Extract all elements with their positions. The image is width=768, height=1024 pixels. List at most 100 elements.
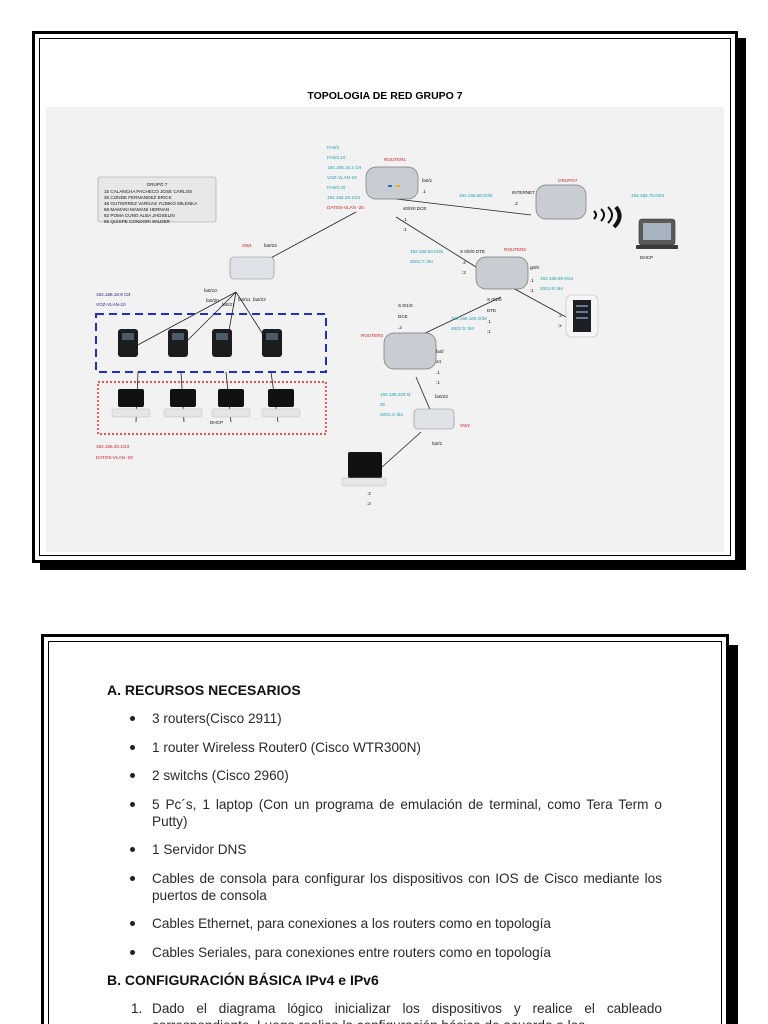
config-item: Dado el diagrama lógico inicializar los … [152,1001,662,1024]
internet-label: INTERNET [512,190,535,195]
pc-icon[interactable] [111,389,151,418]
router1-label: FA0/0.10 [327,155,346,160]
bullet-icon [130,950,135,955]
group-member: 35 CONDE FERNANDEZ ERICK [104,195,173,200]
topology-links [133,198,567,478]
group-member: 15 CALANCHA PACHECO JOSE CARLOS [104,189,192,194]
laptop-icon[interactable] [636,218,678,249]
datos-vlan-name: DATOS-VLAN -20 [96,455,133,460]
section-a-heading: A. RECURSOS NECESARIOS [107,682,301,698]
router3-label: fa0/ [436,349,444,354]
ip-phone-icon[interactable] [212,329,232,357]
datos-vlan-box [97,381,327,435]
bullet-icon [130,921,135,926]
router2-label: 2001:7::/64 [410,259,433,264]
voz-vlan-net: 192.168.10.0 /24 [96,292,131,297]
topology-svg: GRUPO 7 15 CALANCHA PACHECO JOSE CARLOS … [95,145,678,506]
router3-label: .2 [398,325,402,330]
group-member: 86 QUISPE CONDORI WILDER [104,219,171,224]
pc-sw2-icon[interactable] [341,452,387,487]
group-member: 68 MAMANI MAMANI HERNAN [104,207,169,212]
router2-label: DTE [487,308,496,313]
router2-label: 192.168.90.0/24 [540,276,574,281]
router2-label: :1 [487,329,491,334]
voz-vlan-name: VOZ-VLAN-10 [96,302,126,307]
switch2[interactable] [413,408,455,430]
topology-diagram: GRUPO 7 15 CALANCHA PACHECO JOSE CARLOS … [46,107,724,552]
pc-icon[interactable] [261,389,301,418]
resource-item: Cables Seriales, para conexiones entre r… [152,945,551,960]
pc-sw2-label: .2 [367,491,371,496]
pc-icon[interactable] [163,389,203,418]
resource-item: Cables Ethernet, para conexiones a los r… [152,916,551,931]
wireless-signal-icon [593,205,622,229]
bullet-icon [130,876,135,881]
server-icon[interactable] [565,294,599,338]
bullet-icon [130,773,135,778]
sw1-label: fa0/10 [204,288,217,293]
resource-item: Cables de consola para configurar los di… [152,871,662,903]
grupo7-net: 192.168.70.0/24 [631,193,665,198]
sw1-name: SW1 [242,243,252,248]
router1-label: .1 [422,189,426,194]
server-label: :x [558,323,562,328]
link-r2-server [510,286,567,318]
router3-label: DCE [398,314,408,319]
resource-item: 5 Pc´s, 1 laptop (Con un programa de emu… [152,797,662,829]
sw1-label: fa0/24 [264,243,277,248]
router1-label: DATOS-VLAN -20 [327,205,364,210]
switch1[interactable] [229,256,275,280]
internet-dot2: .2 [514,201,518,206]
link-sw1-phone1 [133,291,237,348]
ip-phone-icon[interactable] [118,329,138,357]
resource-item: 3 routers(Cisco 2911) [152,711,282,726]
numbered-marker: 1. [131,1001,143,1016]
router2-label: .2 [462,260,466,265]
sw1-label: fa0/22 [253,297,266,302]
figure-title: TOPOLOGIA DE RED GRUPO 7 [307,90,463,102]
router2[interactable] [475,256,529,290]
router1-name: ROUTER1 [384,157,406,162]
document-inner-frame [48,641,722,1024]
router1-label: FA0/0.20 [327,185,346,190]
sw1-label: fa0/21 [222,302,235,307]
grupo7-wireless-router[interactable] [535,184,587,220]
resource-item: 1 router Wireless Router0 (Cisco WTR300N… [152,740,421,755]
section-b-heading: B. CONFIGURACIÓN BÁSICA IPv4 e IPv6 [107,972,379,988]
router2-label: .1 [530,278,534,283]
ip-phone-icon[interactable] [168,329,188,357]
bullet-icon [130,745,135,750]
router1-label: VOZ-VLAN-10 [327,175,357,180]
router2-label: :2 [462,270,466,275]
group-members-box: GRUPO 7 15 CALANCHA PACHECO JOSE CARLOS … [97,176,217,224]
pc-icon[interactable] [211,389,251,418]
router1-label: 192.168.10.1 /24 [327,165,362,170]
router3-label: 2001:5::/64 [451,326,474,331]
link-r3-sw2 [415,376,432,413]
router3-label: 24 [436,359,442,364]
router2-label: .1 [487,319,491,324]
router1-label: 192.168.20.1/24 [327,195,361,200]
document-frame [41,634,729,1024]
router3-label: S 0/1/0 [398,303,413,308]
bullet-icon [130,847,135,852]
router3-label: 192.168.220.0/ [380,392,411,397]
figure-frame: TOPOLOGIA DE RED GRUPO 7 [32,31,738,563]
sw1-label: fa0/20 [206,298,219,303]
bullet-icon [130,716,135,721]
sw2-label: fa0/1 [432,441,443,446]
router2-label: g0/0 [530,265,539,270]
bullet-icon [130,802,135,807]
router1-label: :1 [403,227,407,232]
resource-item: 1 Servidor DNS [152,842,247,857]
ip-phone-icon[interactable] [262,329,282,357]
router2-label: 192.168.50.0/30 [410,249,444,254]
router3-label: 30 [380,402,386,407]
router1-label: FA0/0 [327,145,339,150]
internet-net: 192.168.60.0/30 [459,193,493,198]
datos-vlan-net: 192.168.20.1/24 [96,444,130,449]
router3-label: 192.168.100.0/30 [451,316,487,321]
router3-label: .1 [436,370,440,375]
router1[interactable] [365,166,419,200]
router3[interactable] [383,332,437,370]
